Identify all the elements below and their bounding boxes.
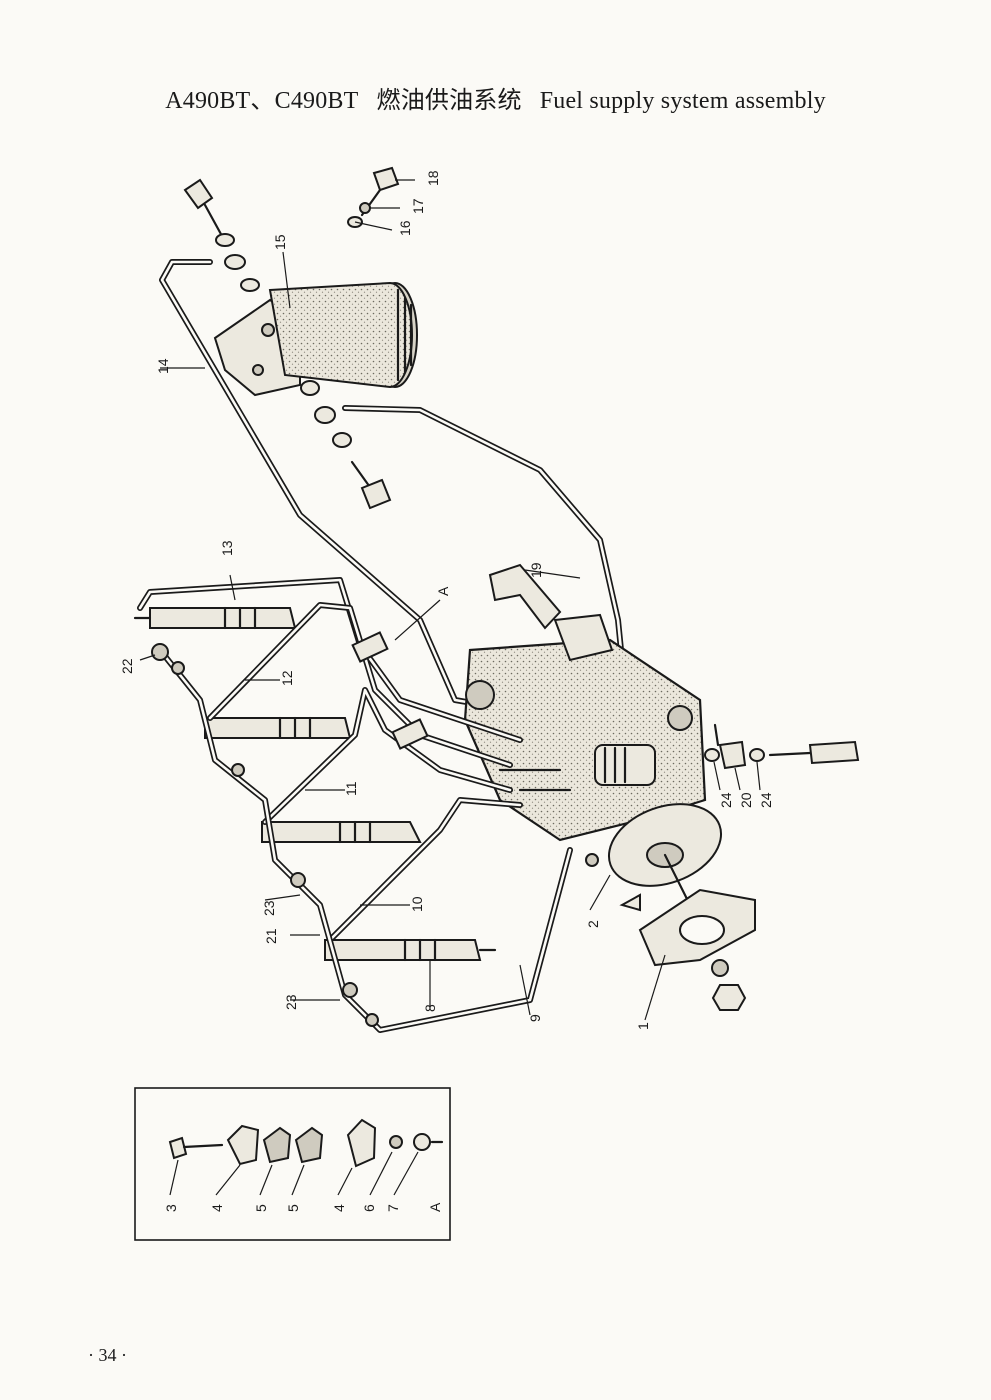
detail-a-inset: 3 4 5 5 4 6 7 A bbox=[134, 1087, 451, 1241]
drive-nut bbox=[711, 959, 747, 1011]
callout-23-lower: 23 bbox=[283, 994, 299, 1010]
callout-8: 8 bbox=[422, 1004, 438, 1012]
callout-13: 13 bbox=[219, 540, 235, 556]
woodruff-key bbox=[619, 893, 641, 912]
callout-20: 20 bbox=[738, 792, 754, 808]
injector-cylinder-1 bbox=[133, 606, 297, 630]
injector-cylinder-2 bbox=[204, 716, 352, 740]
inset-callout-3: 3 bbox=[163, 1204, 179, 1212]
callout-1: 1 bbox=[635, 1022, 651, 1030]
fuel-filter bbox=[213, 281, 418, 397]
inset-callout-6: 6 bbox=[361, 1204, 377, 1212]
model-designation: A490BT、C490BT bbox=[165, 88, 359, 114]
inset-callout-5-right: 5 bbox=[285, 1204, 301, 1212]
callout-11: 11 bbox=[343, 781, 359, 796]
inset-callout-7: 7 bbox=[385, 1204, 401, 1212]
callout-labels: 14 15 16 17 18 13 A 19 22 12 11 10 23 21… bbox=[119, 170, 774, 1030]
fuel-pipe-19 bbox=[342, 405, 628, 693]
callout-9: 9 bbox=[527, 1014, 543, 1022]
page-number: · 34 · bbox=[88, 1345, 127, 1365]
page-title: A490BT、C490BT 燃油供油系统 Fuel supply system as… bbox=[0, 80, 991, 115]
clamp-bolt-3 bbox=[168, 1136, 224, 1160]
title-english: Fuel supply system assembly bbox=[539, 88, 826, 114]
flange-gasket bbox=[638, 888, 756, 967]
inset-label-a: A bbox=[427, 1202, 443, 1212]
return-banjo-fitting bbox=[704, 723, 860, 770]
injector-cylinder-3 bbox=[261, 820, 422, 844]
clamp-insert-5-left bbox=[262, 1126, 292, 1164]
filter-bolt-top bbox=[347, 166, 400, 228]
pump-flange bbox=[607, 803, 723, 907]
leader-lines bbox=[139, 179, 761, 1021]
callout-17: 17 bbox=[410, 198, 426, 214]
pipe-clamp-a bbox=[351, 631, 429, 750]
callout-15: 15 bbox=[272, 234, 288, 250]
clamp-half-4-right bbox=[346, 1118, 377, 1168]
inset-callout-4-right: 4 bbox=[331, 1204, 347, 1212]
high-pressure-pipe-11 bbox=[262, 687, 513, 825]
callout-19: 19 bbox=[528, 562, 544, 578]
callout-12: 12 bbox=[279, 670, 295, 686]
injection-pump bbox=[463, 563, 707, 842]
clamp-half-4-left bbox=[226, 1124, 260, 1166]
callout-detail-a: A bbox=[435, 586, 451, 596]
callout-2: 2 bbox=[585, 920, 601, 928]
callout-14: 14 bbox=[155, 358, 171, 374]
fuel-pipe-14 bbox=[159, 259, 528, 715]
spring-washer-6 bbox=[389, 1135, 403, 1149]
callout-10: 10 bbox=[409, 896, 425, 912]
clamp-nut-7 bbox=[413, 1133, 444, 1151]
callout-21: 21 bbox=[263, 928, 279, 944]
clamp-insert-5-right bbox=[294, 1126, 324, 1164]
callout-16: 16 bbox=[397, 220, 413, 236]
injector-cylinder-4 bbox=[324, 938, 497, 962]
callout-22: 22 bbox=[119, 658, 135, 674]
high-pressure-pipe-10 bbox=[327, 797, 523, 943]
inset-callout-4-left: 4 bbox=[209, 1204, 225, 1212]
callout-24-right: 24 bbox=[758, 792, 774, 808]
leak-off-fittings bbox=[151, 643, 599, 1027]
banjo-bolt-lower bbox=[300, 380, 392, 510]
callout-24-left: 24 bbox=[718, 792, 734, 808]
banjo-bolt-left bbox=[183, 178, 260, 292]
inset-callout-5-left: 5 bbox=[253, 1204, 269, 1212]
callout-18: 18 bbox=[425, 170, 441, 186]
title-chinese: 燃油供油系统 bbox=[376, 88, 522, 114]
callout-23-upper: 23 bbox=[261, 900, 277, 916]
